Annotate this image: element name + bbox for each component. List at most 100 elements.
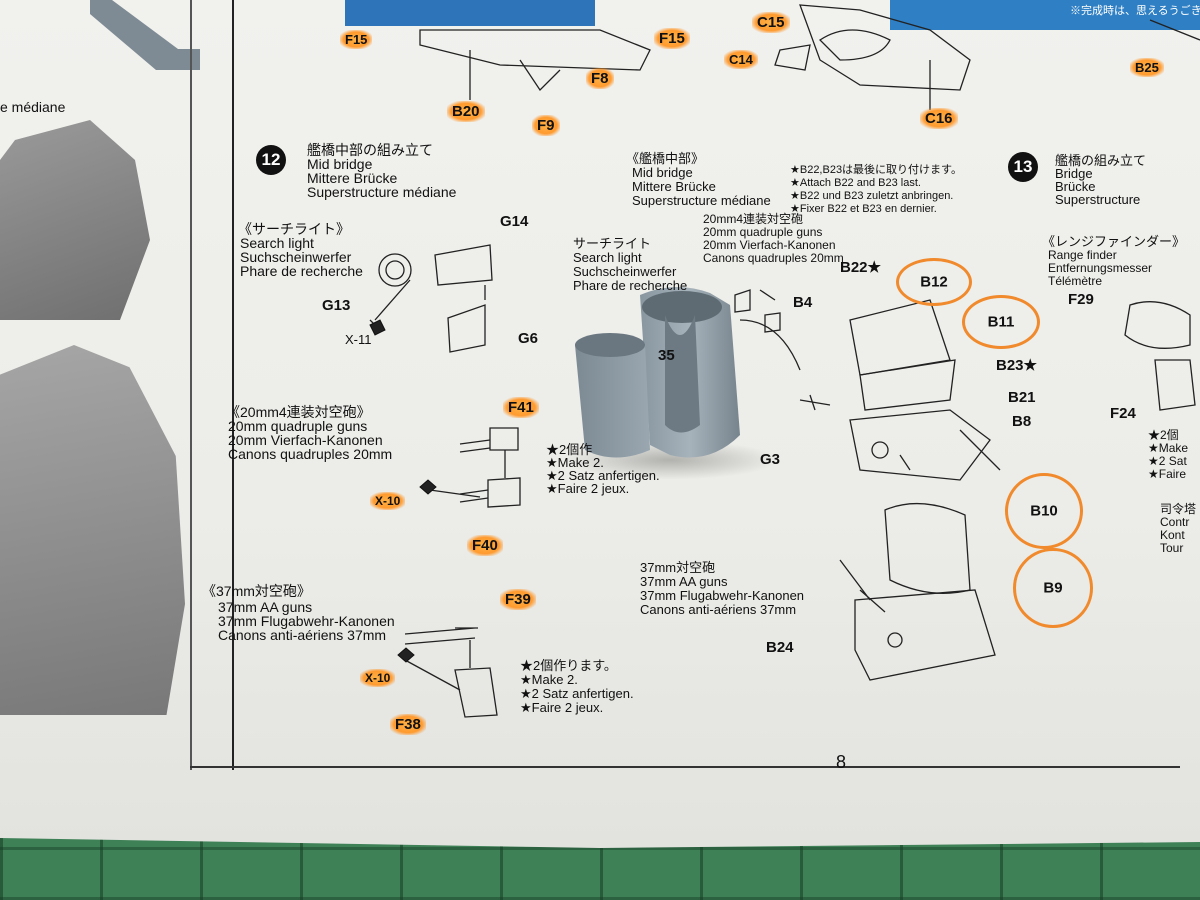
part-f15-a: F15 — [340, 30, 373, 49]
quad20-en: 20mm quadruple guns — [228, 418, 368, 434]
make2-partial-jp: ★2個作 — [546, 442, 593, 457]
part-c15: C15 — [752, 12, 790, 33]
searchlight-fr: Phare de recherche — [240, 263, 363, 279]
step-13-badge: 13 — [1008, 152, 1038, 182]
part-b21: B21 — [1008, 389, 1036, 406]
right-partial-6: Contr — [1160, 515, 1190, 529]
part-g13: G13 — [322, 297, 351, 314]
step-12-badge: 12 — [256, 145, 286, 175]
searchlight2-fr: Phare de recherche — [573, 278, 688, 293]
part-c16: C16 — [920, 108, 958, 129]
part-f38: F38 — [390, 714, 426, 735]
quad20-jp: 《20mm4連装対空砲》 — [226, 404, 371, 420]
quad20b-en: 20mm quadruple guns — [703, 225, 823, 239]
right-partial-3: ★2 Sat — [1148, 454, 1187, 468]
searchlight-jp: 《サーチライト》 — [238, 221, 350, 237]
box-text: ※完成時は、思えるうごきと — [1070, 5, 1200, 17]
aa37b-jp: 37mm対空砲 — [640, 560, 716, 575]
part-b22: B22★ — [840, 259, 881, 276]
right-partial-4: ★Faire — [1148, 467, 1187, 481]
left-partial-text: e médiane — [0, 99, 66, 115]
kit-box-right — [890, 0, 1200, 30]
frame-bottom — [190, 766, 1180, 768]
aa37-jp: 《37mm対空砲》 — [202, 583, 311, 599]
note-b22-en: ★Attach B22 and B23 last. — [790, 177, 921, 189]
step-13-title-en: Bridge — [1055, 166, 1093, 181]
step-12-title-fr: Superstructure médiane — [307, 184, 457, 200]
midbridge-en: Mid bridge — [632, 165, 693, 180]
part-f9: F9 — [532, 115, 560, 136]
searchlight2-en: Search light — [573, 250, 642, 265]
make2-en: ★Make 2. — [520, 672, 578, 687]
searchlight2-jp: サーチライト — [573, 236, 652, 251]
part-b10: B10 — [1030, 502, 1058, 520]
make2-jp: ★2個作ります。 — [520, 658, 617, 673]
frame-line-outer — [190, 0, 192, 770]
midbridge-jp: 《艦橋中部》 — [626, 151, 705, 166]
right-partial-1: ★2個 — [1148, 428, 1179, 442]
part-b24: B24 — [766, 639, 794, 656]
part-f8: F8 — [586, 68, 614, 89]
aa37b-fr: Canons anti-aériens 37mm — [640, 602, 797, 617]
aa37-fr: Canons anti-aériens 37mm — [218, 627, 387, 643]
step-12-title-en: Mid bridge — [307, 156, 373, 172]
part-b12: B12 — [920, 273, 948, 291]
part-x10-a: X-10 — [370, 492, 406, 510]
part-f40: F40 — [467, 535, 503, 556]
part-b11-ring: B11 — [962, 295, 1040, 349]
part-b25: B25 — [1130, 58, 1164, 77]
aa37b-de: 37mm Flugabwehr-Kanonen — [640, 588, 805, 603]
part-b20: B20 — [447, 101, 485, 122]
part-g3: G3 — [760, 451, 781, 468]
searchlight-en: Search light — [240, 235, 314, 251]
make2-fr: ★Faire 2 jeux. — [520, 700, 604, 715]
part-b23: B23★ — [996, 357, 1037, 374]
step-12-title-jp: 艦橋中部の組み立て — [307, 142, 433, 158]
page-number: 8 — [836, 752, 847, 772]
right-partial-5: 司令塔 — [1160, 502, 1197, 516]
rangefinder-en: Range finder — [1048, 248, 1117, 262]
part-b10-ring: B10 — [1005, 473, 1083, 549]
quad20b-jp: 20mm4連装対空砲 — [703, 212, 804, 226]
make2-partial-en: ★Make 2. — [546, 455, 604, 470]
part-b35: 35 — [658, 347, 675, 364]
quad20-fr: Canons quadruples 20mm — [228, 446, 393, 462]
note-b22-fr: ★Fixer B22 et B23 en dernier. — [790, 203, 937, 215]
step-13-title-de: Brücke — [1055, 179, 1096, 194]
searchlight2-de: Suchscheinwerfer — [573, 264, 677, 279]
midbridge-de: Mittere Brücke — [632, 179, 716, 194]
part-b8: B8 — [1012, 413, 1032, 430]
note-b22-jp: ★B22,B23は最後に取り付けます。 — [790, 164, 962, 176]
ship-photo-1 — [0, 120, 150, 320]
part-g6: G6 — [518, 330, 539, 347]
part-f24: F24 — [1110, 405, 1136, 422]
step-12-title-de: Mittere Brücke — [307, 170, 398, 186]
aa37-de: 37mm Flugabwehr-Kanonen — [218, 613, 395, 629]
part-f15-b: F15 — [654, 28, 690, 49]
note-b22-de: ★B22 und B23 zuletzt anbringen. — [790, 190, 954, 202]
rangefinder-fr: Télémètre — [1048, 274, 1103, 288]
part-b12-ring: B12 — [896, 258, 972, 306]
part-c14: C14 — [724, 50, 758, 69]
aa37b-en: 37mm AA guns — [640, 574, 728, 589]
quad20b-fr: Canons quadruples 20mm — [703, 251, 844, 265]
quad20-de: 20mm Vierfach-Kanonen — [228, 432, 383, 448]
make2-de: ★2 Satz anfertigen. — [520, 686, 634, 701]
rangefinder-jp: 《レンジファインダー》 — [1042, 234, 1186, 249]
make2-partial-de: ★2 Satz anfertigen. — [546, 468, 660, 483]
assembled-gray-part — [575, 286, 740, 458]
right-partial-2: ★Make — [1148, 441, 1189, 455]
part-f29: F29 — [1068, 291, 1094, 308]
part-b4: B4 — [793, 294, 813, 311]
step-13-title-fr: Superstructure — [1055, 192, 1141, 207]
quad20b-de: 20mm Vierfach-Kanonen — [703, 238, 836, 252]
right-partial-8: Tour — [1160, 541, 1184, 555]
part-f39: F39 — [500, 589, 536, 610]
part-b9: B9 — [1043, 579, 1063, 597]
frame-line — [232, 0, 234, 770]
step-13-title-jp: 艦橋の組み立て — [1055, 153, 1147, 168]
part-b11: B11 — [987, 313, 1015, 331]
make2-partial-fr: ★Faire 2 jeux. — [546, 481, 630, 496]
part-b9-ring: B9 — [1013, 548, 1093, 628]
